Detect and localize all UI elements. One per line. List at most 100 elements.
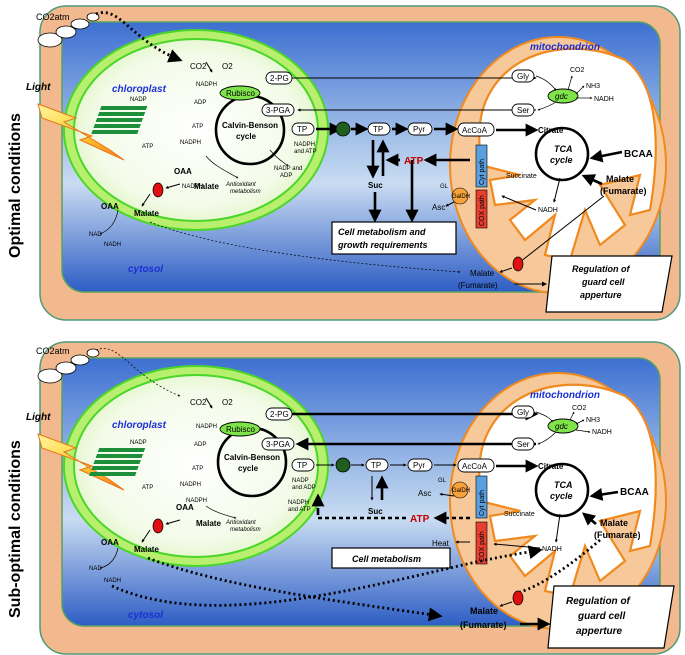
pyr-label: Pyr xyxy=(413,461,425,470)
fumarate-cyto-label: (Fumarate) xyxy=(460,620,507,630)
atp-label: ATP xyxy=(142,144,153,150)
tp-label: TP xyxy=(297,125,307,134)
antioxidant-label-2: metabolism xyxy=(230,527,261,533)
malate-cyto-label: Malate xyxy=(134,209,159,218)
cyt-path-bar xyxy=(475,144,488,188)
nadp-adp-label-2: and ADP xyxy=(292,485,316,491)
gdc-label: gdc xyxy=(555,422,568,431)
ser-node xyxy=(511,437,535,451)
rubisco-label: Rubisco xyxy=(226,425,255,434)
tp-label: TP xyxy=(297,461,307,470)
cox-path-label: COX path xyxy=(479,195,486,226)
bcaa-label: BCAA xyxy=(620,487,649,498)
thylakoid-icon xyxy=(89,448,146,476)
cell-metabolism-box xyxy=(331,547,451,569)
tca-label-2: cycle xyxy=(550,155,573,165)
tp-cyto-node xyxy=(365,458,389,472)
nadph-label-3: NADPH xyxy=(186,498,207,504)
malate-chloro-label: Malate xyxy=(194,182,219,191)
fumarate-mito-label: (Fumarate) xyxy=(600,186,647,196)
cell-metabolism-label-2: growth requirements xyxy=(337,240,428,250)
tca-label-2: cycle xyxy=(550,491,573,501)
guard-cell-box xyxy=(545,255,673,313)
cox-path-label: COX path xyxy=(479,531,486,562)
malate-cyto-label: Malate xyxy=(134,545,159,554)
co2-chloro-label: CO2 xyxy=(190,62,207,71)
succinate-label: Succinate xyxy=(504,511,535,518)
pg2-label: 2-PG xyxy=(270,410,289,419)
light-label: Light xyxy=(26,82,51,93)
tca-cycle-ring xyxy=(534,462,590,518)
tp-transporter xyxy=(335,457,351,473)
mitochondrion-matrix xyxy=(478,47,657,262)
tp-transporter xyxy=(335,121,351,137)
nadph-atp-label: NADPH xyxy=(288,500,309,506)
accoa-label: AcCoA xyxy=(462,462,488,471)
pga3-label: 3-PGA xyxy=(266,106,291,115)
malate-chloro-label: Malate xyxy=(196,519,221,528)
malate-cyto-label-2: Malate xyxy=(470,269,495,278)
gdc-node xyxy=(547,88,579,104)
suc-label: Suc xyxy=(368,507,383,516)
cytosol-label: cytosol xyxy=(128,610,163,621)
calvin-label-2: cycle xyxy=(236,132,257,141)
oaa-cyto-label: OAA xyxy=(101,202,119,211)
thylakoid-icon xyxy=(91,106,148,134)
fumarate-cyto-label: (Fumarate) xyxy=(458,281,498,290)
ser-label: Ser xyxy=(517,106,530,115)
accoa-node xyxy=(457,458,495,473)
accoa-label: AcCoA xyxy=(462,126,488,135)
accoa-node xyxy=(457,122,495,137)
guard-label-3: apperture xyxy=(580,290,622,300)
guard-label-2: guard cell xyxy=(581,277,625,287)
pyr-node xyxy=(407,122,433,136)
pga3-label: 3-PGA xyxy=(266,440,291,449)
atp-label-main: ATP xyxy=(404,156,424,167)
ser-node xyxy=(511,103,535,117)
tp-cyto-label: TP xyxy=(371,461,381,470)
pyr-node xyxy=(407,458,433,472)
galdh-label: GalDH xyxy=(452,194,470,200)
succinate-label: Succinate xyxy=(506,173,537,180)
nadph-atp-label-2: and ATP xyxy=(288,507,311,513)
malate-mito-label: Malate xyxy=(606,174,634,184)
transporter-icon-mito xyxy=(512,590,524,606)
cyt-path-label: Cyt path xyxy=(479,490,486,516)
nadph-label: NADPH xyxy=(180,140,201,146)
atp-label-2: ATP xyxy=(192,466,203,472)
gl-label: GL xyxy=(440,184,449,190)
tp-chloro-node xyxy=(291,122,315,136)
nadph-label: NADPH xyxy=(180,482,201,488)
pyr-label: Pyr xyxy=(413,125,425,134)
nadph-label-2: NADPH xyxy=(196,424,217,430)
heat-label: Heat xyxy=(432,539,450,548)
tca-label: TCA xyxy=(554,144,573,154)
nh3-label: NH3 xyxy=(586,417,600,424)
mitochondrion-label: mitochondrion xyxy=(530,390,600,401)
tp-chloro-node xyxy=(291,458,315,472)
gly-node xyxy=(511,405,535,419)
antioxidant-label-2: metabolism xyxy=(230,189,261,195)
side-label-suboptimal: Sub-optimal conditions xyxy=(7,440,24,618)
oaa-chloro-label: OAA xyxy=(176,503,194,512)
nh3-label: NH3 xyxy=(586,83,600,90)
pga3-node xyxy=(261,103,295,117)
light-label: Light xyxy=(26,412,51,423)
nadp-adp-label: NADP and xyxy=(274,166,302,172)
o2-label: O2 xyxy=(222,62,233,71)
nadph-atp-label-2: and ATP xyxy=(294,149,317,155)
oaa-chloro-label: OAA xyxy=(174,167,192,176)
co2-diffusion-arrow xyxy=(95,348,181,397)
cell-metabolism-label: Cell metabolism xyxy=(352,554,421,564)
antioxidant-label: Antioxidant xyxy=(225,520,256,526)
guard-label: Regulation of xyxy=(566,596,632,607)
tp-cyto-node xyxy=(367,122,391,136)
nadp-label: NADP xyxy=(130,440,147,446)
chloroplast-inner xyxy=(73,374,319,558)
co2-atm-label: CO2atm xyxy=(36,346,70,356)
mitochondrion-label: mitochondrion xyxy=(530,42,600,53)
co2-mito-label: CO2 xyxy=(570,67,585,74)
nadp-label: NADP xyxy=(130,97,147,103)
nad-label: NAD xyxy=(89,232,102,238)
